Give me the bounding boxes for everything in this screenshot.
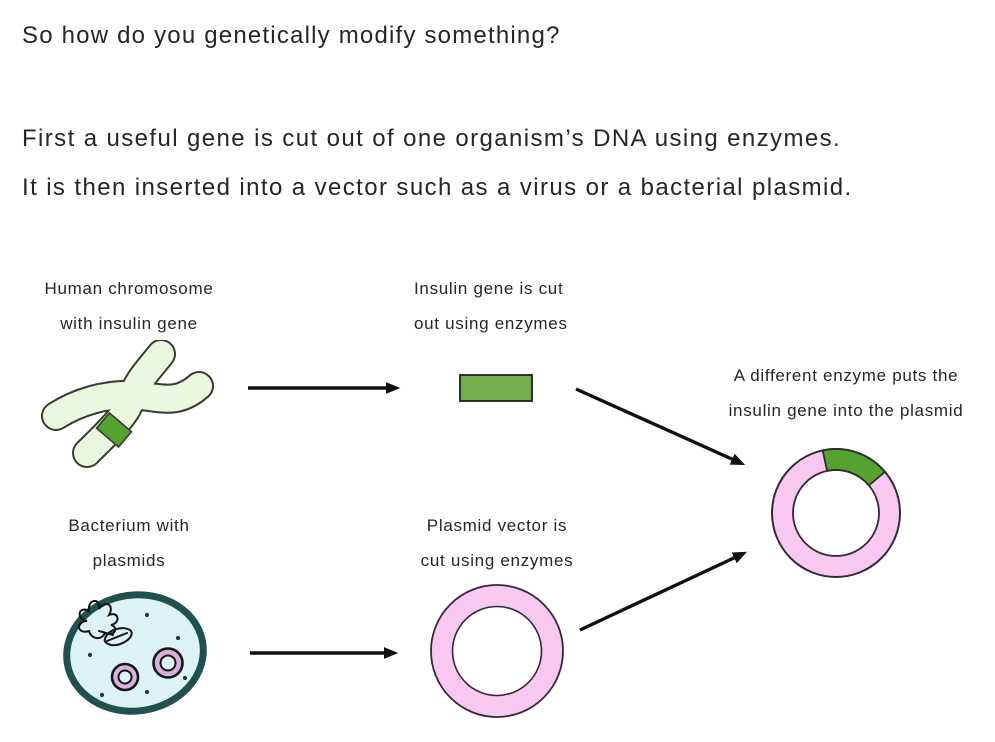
mini-plasmid-rings <box>110 647 184 692</box>
label-bacterium-line1: Bacterium with <box>68 516 190 535</box>
label-insulin-gene-line1: Insulin gene is cut <box>414 279 564 298</box>
inserted-gene-segment <box>821 448 887 487</box>
page-title: So how do you genetically modify somethi… <box>22 22 561 49</box>
arrow-plasmid-to-recombinant <box>579 551 748 632</box>
label-plasmid-line2: cut using enzymes <box>420 551 574 570</box>
insulin-gene-band <box>95 411 133 449</box>
plasmid-vector-ring <box>430 584 564 718</box>
label-insulin-gene: Insulin gene is cut out using enzymes <box>414 271 624 341</box>
cytoplasm-dots <box>87 612 188 698</box>
gene-fragment <box>459 374 533 402</box>
body-line-2: It is then inserted into a vector such a… <box>22 174 853 201</box>
label-recombinant-plasmid: A different enzyme puts the insulin gene… <box>710 358 982 428</box>
label-recombinant-line2: insulin gene into the plasmid <box>728 401 964 420</box>
chromosome-body <box>43 341 212 466</box>
bacterial-chromosome-squiggle <box>78 600 133 647</box>
bacterium-illustration <box>63 591 207 715</box>
body-text: First a useful gene is cut out of one or… <box>22 114 853 212</box>
chromosome-illustration <box>41 340 214 468</box>
insulin-gene-rect <box>459 374 533 402</box>
label-bacterium: Bacterium with plasmids <box>28 508 230 578</box>
label-human-chromosome-line2: with insulin gene <box>60 314 198 333</box>
recombinant-plasmid-ring <box>771 448 901 578</box>
label-human-chromosome-line1: Human chromosome <box>44 279 214 298</box>
label-plasmid-line1: Plasmid vector is <box>426 516 568 535</box>
label-recombinant-line1: A different enzyme puts the <box>733 366 959 385</box>
label-plasmid-vector: Plasmid vector is cut using enzymes <box>404 508 590 578</box>
label-bacterium-line2: plasmids <box>92 551 166 570</box>
bacterium-cell <box>63 591 207 715</box>
label-human-chromosome: Human chromosome with insulin gene <box>28 271 230 341</box>
label-insulin-gene-line2: out using enzymes <box>414 314 568 333</box>
body-line-1: First a useful gene is cut out of one or… <box>22 125 842 152</box>
